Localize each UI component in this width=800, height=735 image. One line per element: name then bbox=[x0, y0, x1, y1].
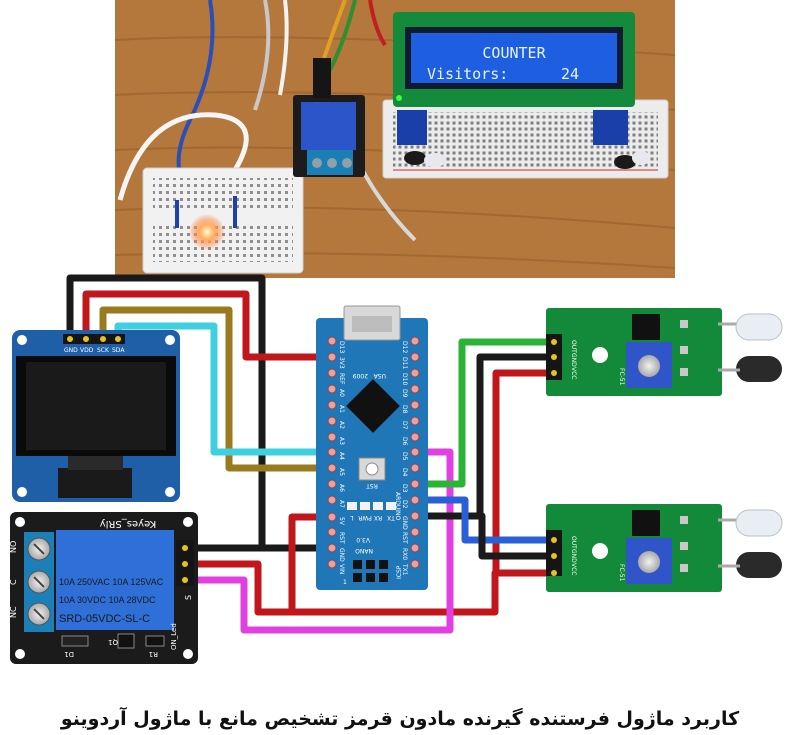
page-caption: کاربرد ماژول فرستنده گیرنده مادون قرمز ت… bbox=[60, 708, 740, 730]
nano-pin-d7: D7 bbox=[401, 421, 408, 430]
nano-icsp-label: ICSP bbox=[396, 565, 403, 579]
nano-pin-a7: A7 bbox=[338, 500, 345, 508]
sensor1-pin-gnd: GND bbox=[570, 353, 577, 367]
nano-pin-d3: D3 bbox=[401, 484, 408, 493]
sensor1-model: FC-51 bbox=[618, 368, 625, 386]
lcd-line1: COUNTER bbox=[482, 44, 546, 62]
nano-pin-5v: 5V bbox=[338, 517, 345, 526]
oled-pin-vdd: VDD bbox=[80, 347, 94, 354]
relay-module: Keyes_SRly NO C NC 10A 250VAC 10A 125VAC… bbox=[9, 512, 198, 664]
nano-pin-3v3: 3V3 bbox=[338, 357, 345, 369]
wire-sensor2-gnd bbox=[478, 512, 552, 560]
nano-year: 2009 bbox=[353, 372, 368, 379]
wire-sensor1-out bbox=[411, 338, 552, 488]
nano-pin-d9: D9 bbox=[401, 389, 408, 398]
nano-pin-d5: D5 bbox=[401, 452, 408, 461]
nano-usa: USA bbox=[373, 372, 386, 379]
wire-oled-sck bbox=[99, 306, 336, 472]
relay-rating-1: 10A 250VAC 10A 125VAC bbox=[59, 577, 164, 587]
nano-led-l: L bbox=[350, 514, 354, 521]
nano-pin-gnd-left: GND bbox=[338, 548, 345, 562]
sensor2-pin-out: OUT bbox=[570, 536, 577, 549]
oled-pin-sck: SCK bbox=[97, 347, 110, 354]
nano-led-pwr: PWR bbox=[358, 514, 372, 521]
relay-rating-2: 10A 30VDC 10A 28VDC bbox=[59, 595, 156, 605]
sensor1-pin-vcc: VCC bbox=[570, 367, 577, 379]
sensor2-model: FC-51 bbox=[618, 564, 625, 582]
oled-pin-headers bbox=[63, 334, 125, 344]
project-photo: COUNTER Visitors: 24 bbox=[115, 0, 675, 278]
nano-nano-label: NANO bbox=[355, 547, 373, 554]
nano-pin-rst-left: RST bbox=[338, 532, 345, 544]
relay-model: SRD-05VDC-SL-C bbox=[59, 613, 150, 625]
oled-pin-sda: SDA bbox=[112, 347, 125, 354]
nano-pin-d2: D2 bbox=[401, 500, 408, 509]
nano-pin-d11: D11 bbox=[401, 357, 408, 369]
nano-pin-d10: D10 bbox=[401, 373, 408, 385]
nano-pin-a6: A6 bbox=[338, 484, 345, 492]
wire-oled-vdd bbox=[82, 290, 336, 361]
lcd-line2-label: Visitors: bbox=[427, 65, 508, 83]
relay-part-q1: Q1 bbox=[108, 638, 118, 646]
relay-part-r1: R1 bbox=[149, 650, 158, 658]
oled-display-module: GND VDD SCK SDA bbox=[12, 330, 180, 502]
lcd-line2-value: 24 bbox=[561, 65, 579, 83]
sensor2-pin-vcc: VCC bbox=[570, 563, 577, 575]
nano-version: V3.0 bbox=[356, 536, 370, 543]
relay-terminal-nc: NC bbox=[9, 606, 18, 618]
ir-sensor-module-2: OUT GND VCC FC-51 bbox=[546, 504, 783, 592]
arduino-nano-board: D13 3V3 REF A0 A1 A2 A3 A4 A5 A6 A7 5V R… bbox=[316, 305, 428, 590]
photo-illustration: COUNTER Visitors: 24 bbox=[115, 0, 675, 278]
nano-pin-d6: D6 bbox=[401, 437, 408, 446]
nano-pin-ref: REF bbox=[338, 373, 345, 385]
nano-pin-a3: A3 bbox=[338, 437, 345, 445]
nano-pin-d8: D8 bbox=[401, 405, 408, 414]
wire-sensor1-vcc bbox=[492, 369, 552, 577]
wire-relay-vcc bbox=[189, 560, 552, 616]
nano-pin-gnd-right: GND bbox=[401, 516, 408, 530]
nano-rst-label: RST bbox=[366, 482, 378, 489]
nano-pin-a4: A4 bbox=[338, 452, 345, 460]
nano-pin-a2: A2 bbox=[338, 421, 345, 429]
nano-icsp-pin1: 1 bbox=[343, 579, 347, 586]
wire-sensor1-gnd bbox=[411, 353, 552, 520]
nano-board-name: ARDUINO bbox=[394, 492, 401, 521]
nano-pin-vin: VIN bbox=[338, 564, 345, 574]
nano-led-rx: RX bbox=[374, 514, 382, 521]
relay-signal-label: S bbox=[184, 595, 193, 600]
relay-terminal-c: C bbox=[9, 579, 18, 585]
nano-pin-a1: A1 bbox=[338, 405, 345, 413]
ir-sensor-module-1: OUT GND VCC FC-51 bbox=[546, 308, 783, 396]
wire-sensor2-out bbox=[411, 496, 552, 544]
sensor1-pin-out: OUT bbox=[570, 340, 577, 353]
nano-led-tx: TX bbox=[387, 514, 396, 521]
nano-pin-d13: D13 bbox=[338, 341, 345, 353]
nano-pin-tx1: TX1 bbox=[401, 563, 408, 576]
nano-pin-a0: A0 bbox=[338, 389, 345, 397]
nano-pin-rx0: RX0 bbox=[401, 548, 408, 560]
nano-pin-d4: D4 bbox=[401, 468, 408, 477]
wire-relay-signal bbox=[189, 448, 454, 634]
relay-part-d1: D1 bbox=[64, 650, 74, 658]
nano-pin-rst-right: RST bbox=[401, 532, 408, 544]
oled-pin-gnd: GND bbox=[64, 347, 78, 354]
relay-brand: Keyes_SRly bbox=[100, 518, 157, 529]
nano-pin-d12: D12 bbox=[401, 341, 408, 353]
relay-led-label: ON_Led bbox=[170, 623, 178, 650]
relay-terminal-no: NO bbox=[9, 541, 18, 553]
sensor2-pin-gnd: GND bbox=[570, 549, 577, 563]
nano-pin-a5: A5 bbox=[338, 468, 345, 476]
